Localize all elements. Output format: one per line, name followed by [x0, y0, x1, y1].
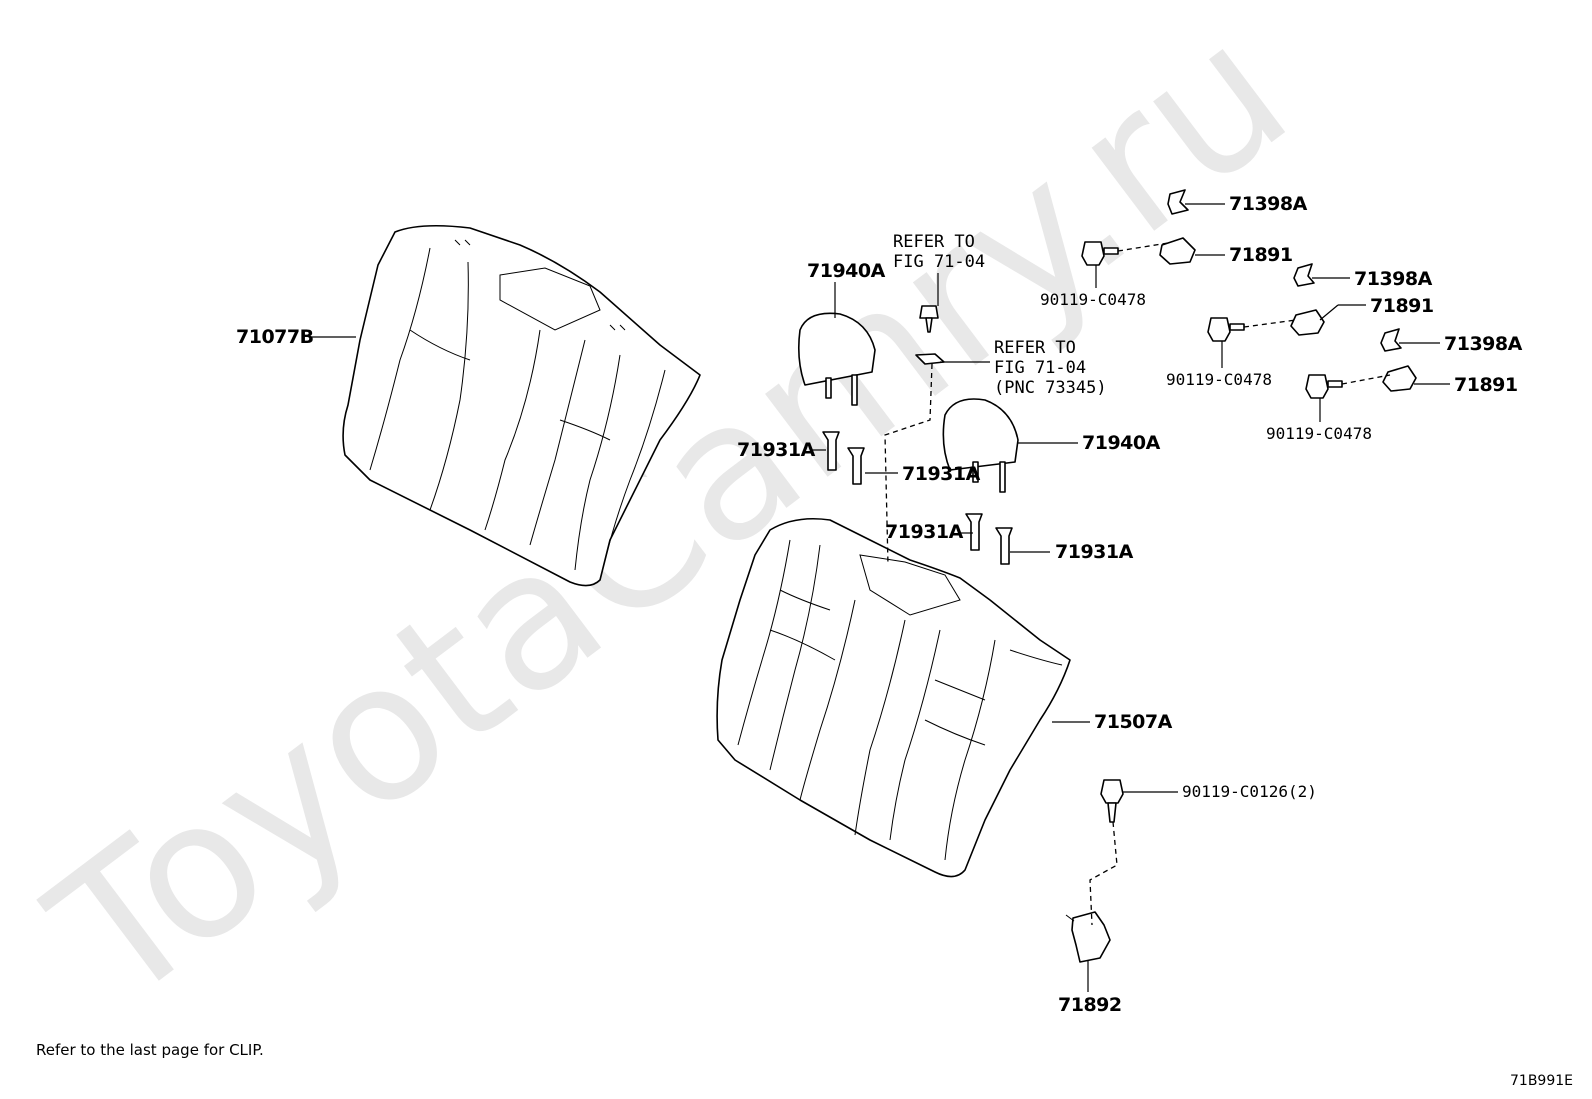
- assembly-dash-lines: [884, 242, 1391, 926]
- label-clip-2: 71398A: [1354, 268, 1432, 290]
- label-guide-3: 71931A: [885, 521, 963, 543]
- headrest-right-part: [942, 398, 1019, 493]
- label-hook-2: 71891: [1370, 295, 1434, 317]
- refer-screw-part: [915, 305, 945, 365]
- figure-id: 71B991E: [1510, 1073, 1573, 1089]
- refer-note-2-line3: (PNC 73345): [994, 378, 1107, 398]
- label-guide-1: 71931A: [737, 439, 815, 461]
- label-guide-4: 71931A: [1055, 541, 1133, 563]
- label-bolt-1: 90119-C0478: [1040, 290, 1146, 309]
- label-bolt-2: 90119-C0478: [1166, 370, 1272, 389]
- label-hook-1: 71891: [1229, 244, 1293, 266]
- label-headrest-left: 71940A: [807, 260, 885, 282]
- label-guide-2: 71931A: [902, 463, 980, 485]
- label-bolt-lower: 90119-C0126(2): [1182, 782, 1317, 801]
- label-clip-3: 71398A: [1444, 333, 1522, 355]
- refer-note-2-line2: FIG 71-04: [994, 358, 1087, 378]
- seatback-pad-part: [716, 517, 1071, 878]
- refer-note-1-line2: FIG 71-04: [893, 252, 986, 272]
- label-hook-3: 71891: [1454, 374, 1518, 396]
- headrest-left-part: [798, 312, 876, 406]
- footer-note: Refer to the last page for CLIP.: [36, 1041, 264, 1059]
- refer-note-2: REFER TO FIG 71-04 (PNC 73345): [994, 338, 1107, 398]
- guide-parts: [822, 431, 1013, 565]
- label-seatback-cover: 71077B: [236, 326, 314, 348]
- seatback-cover-part: [342, 224, 701, 587]
- hardware-parts: [1065, 189, 1417, 963]
- label-clip-1: 71398A: [1229, 193, 1307, 215]
- leader-lines: [310, 203, 1450, 992]
- refer-note-1: REFER TO FIG 71-04: [893, 232, 985, 272]
- label-bolt-3: 90119-C0478: [1266, 424, 1372, 443]
- refer-note-2-line1: REFER TO: [994, 338, 1076, 358]
- label-bracket: 71892: [1058, 994, 1122, 1016]
- label-headrest-right: 71940A: [1082, 432, 1160, 454]
- label-seatback-pad: 71507A: [1094, 711, 1172, 733]
- refer-note-1-line1: REFER TO: [893, 232, 975, 252]
